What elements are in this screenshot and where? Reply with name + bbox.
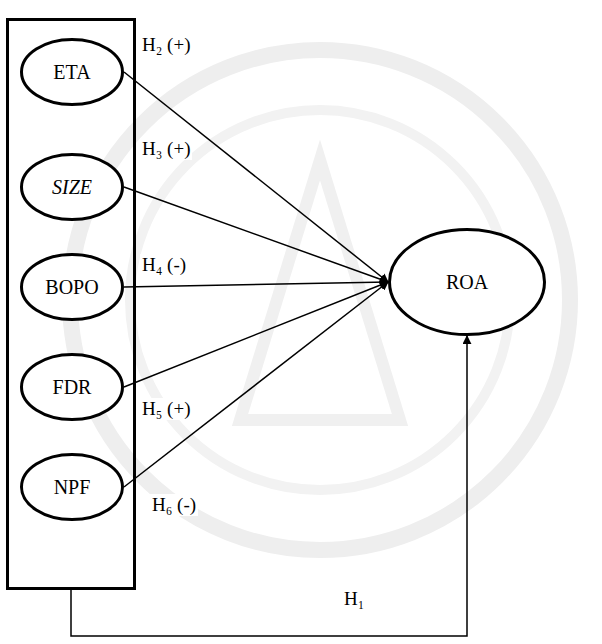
watermark-shape (240, 160, 400, 420)
hypothesis-label: H₆ (-) (150, 494, 198, 516)
variable-name: FDR (53, 376, 92, 399)
hypothesis-arrow (124, 282, 388, 487)
hypothesis-label: H₄ (-) (140, 254, 188, 276)
hypothesis-arrow (71, 336, 467, 636)
variable-name: ROA (446, 271, 488, 294)
hypothesis-label: H₅ (+) (140, 398, 192, 420)
hypothesis-label: H₂ (+) (140, 34, 192, 56)
variable-name: ETA (53, 61, 90, 84)
hypothesis-label: H₁ (342, 588, 366, 610)
variable-group-box: ETA SIZE BOPO FDR NPF (6, 18, 136, 590)
dependent-ellipse: ROA (388, 228, 546, 336)
variable-ellipse: ETA (20, 38, 124, 106)
variable-ellipse: NPF (20, 453, 124, 521)
variable-name: BOPO (45, 276, 98, 299)
variable-ellipse: BOPO (20, 253, 124, 321)
hypothesis-arrow (124, 282, 388, 287)
variable-ellipse: SIZE (20, 153, 124, 221)
watermark-ring (70, 50, 570, 550)
hypothesis-label: H₃ (+) (140, 138, 192, 160)
hypothesis-arrow (124, 72, 388, 282)
variable-name: SIZE (52, 176, 92, 199)
variable-name: NPF (54, 476, 91, 499)
hypothesis-arrow (124, 187, 388, 282)
hypothesis-arrow (124, 282, 388, 387)
variable-ellipse: FDR (20, 353, 124, 421)
